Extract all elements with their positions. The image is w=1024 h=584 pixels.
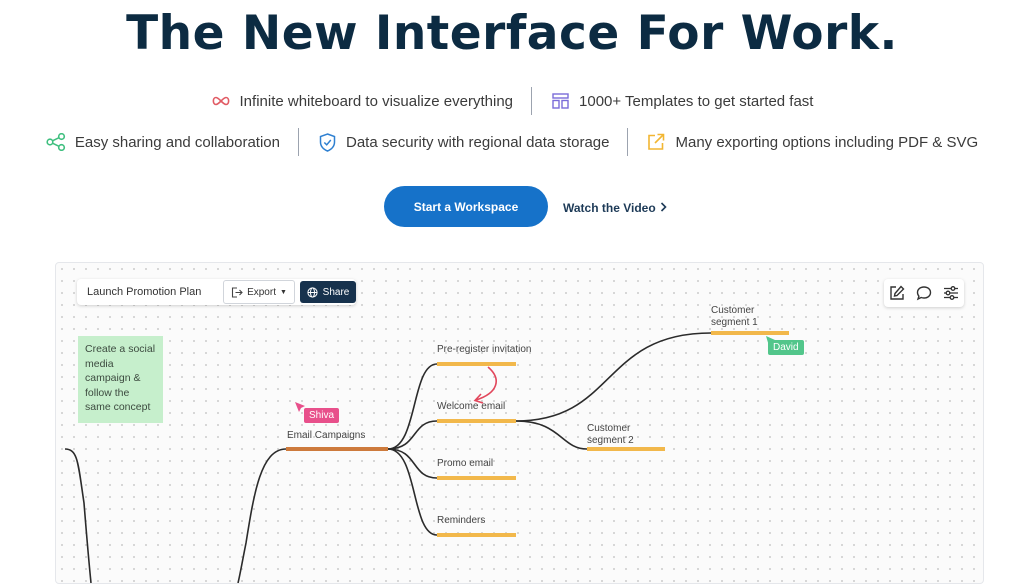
hero-title: The New Interface For Work.	[126, 6, 898, 61]
export-button[interactable]: Export ▼	[223, 280, 295, 304]
sliders-icon[interactable]	[941, 283, 961, 303]
red-arrow	[475, 366, 497, 401]
root-connector	[64, 448, 92, 583]
edit-icon[interactable]	[887, 283, 907, 303]
branch-connector	[387, 363, 438, 450]
chevron-right-icon	[660, 201, 667, 215]
branch-node-label[interactable]: Promo email	[437, 458, 494, 469]
branch-connector	[387, 448, 438, 536]
branch-connector	[387, 448, 438, 479]
branch-connector	[387, 420, 438, 450]
caret-down-icon: ▼	[279, 288, 287, 296]
globe-icon	[307, 286, 318, 298]
feature-label: Infinite whiteboard to visualize everyth…	[239, 92, 514, 110]
red-arrow-head	[473, 393, 484, 404]
feature-label: Easy sharing and collaboration	[74, 133, 280, 151]
infinity-icon	[211, 91, 231, 111]
root-to-bottom-connector	[237, 448, 287, 583]
external-link-icon	[646, 132, 666, 152]
branch-node-label[interactable]: Reminders	[437, 515, 486, 526]
share-label: Share	[322, 286, 350, 298]
sub-branch-node-label[interactable]: Customer segment 1	[711, 305, 758, 328]
templates-icon	[550, 91, 570, 111]
document-title[interactable]: Launch Promotion Plan	[87, 286, 202, 298]
branch-node-label[interactable]: Welcome email	[437, 401, 506, 412]
whiteboard-canvas[interactable]: Launch Promotion Plan Export ▼ Share Cre	[55, 262, 984, 584]
sub-branch-connector	[515, 332, 712, 422]
feature-label: Data security with regional data storage	[346, 133, 610, 151]
feature-infinite-whiteboard: Infinite whiteboard to visualize everyth…	[193, 86, 532, 116]
share-button[interactable]: Share	[300, 281, 356, 303]
divider	[627, 128, 629, 156]
sub-branch-node-label[interactable]: Customer segment 2	[587, 423, 634, 446]
features-row-1: Infinite whiteboard to visualize everyth…	[0, 86, 1024, 116]
watch-video-link[interactable]: Watch the Video	[563, 201, 667, 215]
export-label: Export	[247, 286, 276, 298]
feature-label: Many exporting options including PDF & S…	[675, 133, 979, 151]
divider	[531, 87, 533, 115]
comment-icon[interactable]	[914, 283, 934, 303]
shield-check-icon	[317, 132, 337, 152]
features-row-2: Easy sharing and collaboration Data secu…	[0, 127, 1024, 157]
feature-templates: 1000+ Templates to get started fast	[532, 86, 831, 116]
board-toolbar: Launch Promotion Plan Export ▼ Share	[77, 279, 356, 305]
sticky-note[interactable]: Create a social media campaign & follow …	[78, 336, 163, 423]
collaborator-tag-shiva: Shiva	[304, 408, 340, 423]
feature-sharing: Easy sharing and collaboration	[28, 127, 298, 157]
collaborator-tag-david: David	[768, 340, 804, 355]
shiva-cursor-icon	[295, 402, 305, 412]
sub-branch-connector	[515, 420, 588, 450]
feature-exporting: Many exporting options including PDF & S…	[628, 127, 996, 157]
watch-video-label: Watch the Video	[563, 201, 656, 215]
start-workspace-button[interactable]: Start a Workspace	[384, 186, 548, 227]
divider	[298, 128, 299, 156]
export-icon	[232, 286, 243, 298]
root-node-label[interactable]: Email Campaigns	[287, 430, 366, 441]
feature-label: 1000+ Templates to get started fast	[579, 92, 814, 110]
mindmap-connectors	[64, 331, 789, 583]
share-nodes-icon	[46, 132, 66, 152]
branch-node-label[interactable]: Pre-register invitation	[437, 344, 532, 355]
feature-security: Data security with regional data storage	[299, 127, 627, 157]
board-tools	[884, 279, 964, 307]
